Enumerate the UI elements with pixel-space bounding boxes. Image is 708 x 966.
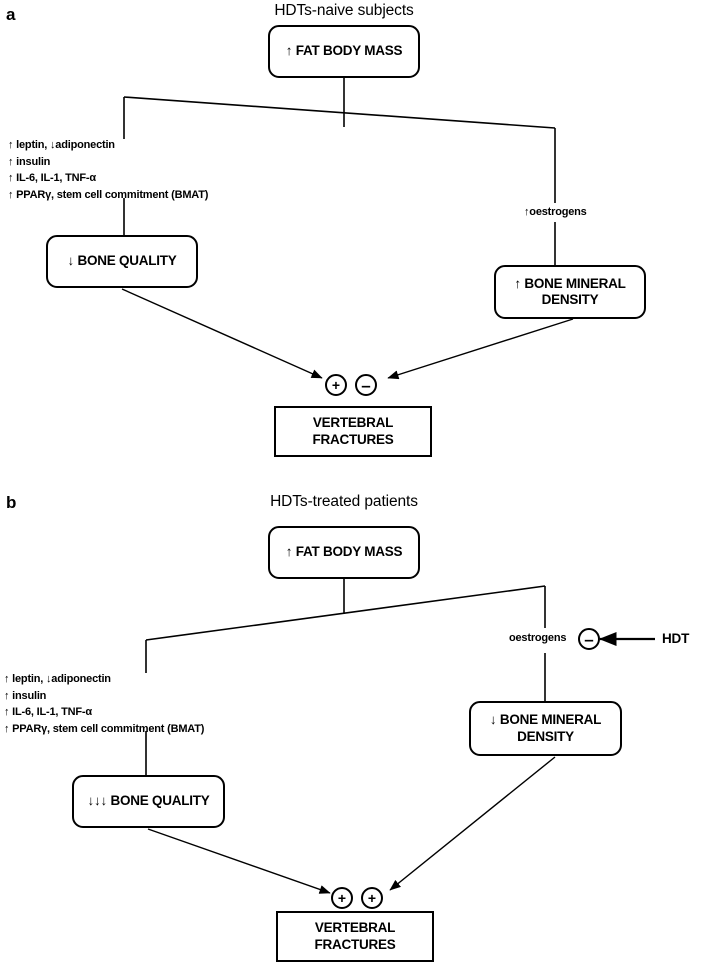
node-bone-mineral-density: ↓ BONE MINERAL DENSITY (469, 701, 622, 756)
mediator-item: ↑ PPARγ, stem cell commitment (BMAT) (4, 723, 205, 736)
mediator-item: ↑ insulin (8, 155, 51, 168)
connector-branch-bar (123, 96, 556, 129)
mediator-item: ↑ PPARγ, stem cell commitment (BMAT) (8, 189, 209, 202)
arrow-bone-quality-to-plus (121, 288, 323, 379)
arrow-bmd-to-minus (387, 318, 574, 380)
mediator-item: ↑ IL-6, IL-1, TNF-α (4, 706, 92, 719)
sign-circle-plus-left: + (331, 887, 353, 909)
panel-b: b HDTs-treated patients ↑ F (0, 487, 708, 966)
sign-circle-minus: – (355, 374, 377, 396)
sign-circle-oestrogen-minus: – (578, 628, 600, 650)
node-bone-quality: ↓↓↓ BONE QUALITY (72, 775, 225, 828)
node-bone-mineral-density: ↑ BONE MINERAL DENSITY (494, 265, 646, 319)
panel-b-label: b (6, 493, 17, 512)
hdt-treatment-label: HDT (662, 631, 690, 646)
oestrogens-label-b: oestrogens (509, 632, 567, 644)
oestrogens-label-a: ↑oestrogens (524, 206, 587, 218)
panel-b-connectors (145, 578, 655, 894)
panel-b-title: HDTs-treated patients (270, 493, 418, 510)
panel-a-label: a (6, 5, 16, 24)
panel-a-title: HDTs-naive subjects (274, 2, 414, 19)
sign-circle-plus-right: + (361, 887, 383, 909)
arrow-bmd-to-plus (389, 756, 556, 891)
arrow-bone-quality-to-plus (147, 828, 331, 894)
mediator-item: ↑ leptin, ↓adiponectin (8, 139, 115, 151)
mediator-list-a: ↑ leptin, ↓adiponectin ↑ insulin ↑ IL-6,… (8, 137, 208, 204)
mediator-list-b: ↑ leptin, ↓adiponectin ↑ insulin ↑ IL-6,… (4, 671, 204, 738)
node-fat-body-mass: ↑ FAT BODY MASS (268, 526, 420, 579)
mediator-item: ↑ insulin (4, 689, 47, 702)
panel-a-connectors (121, 78, 574, 380)
node-fat-body-mass: ↑ FAT BODY MASS (268, 25, 420, 78)
node-bone-quality: ↓ BONE QUALITY (46, 235, 198, 288)
node-vertebral-fractures: VERTEBRAL FRACTURES (276, 911, 434, 962)
panel-a: a HDTs-naive subjects ↑ FAT BODY MASS ↑ … (6, 2, 646, 457)
sign-circle-plus: + (325, 374, 347, 396)
mediator-item: ↑ IL-6, IL-1, TNF-α (8, 172, 96, 185)
connector-branch-bar (145, 585, 546, 641)
node-vertebral-fractures: VERTEBRAL FRACTURES (274, 406, 432, 457)
mediator-item: ↑ leptin, ↓adiponectin (4, 673, 111, 685)
